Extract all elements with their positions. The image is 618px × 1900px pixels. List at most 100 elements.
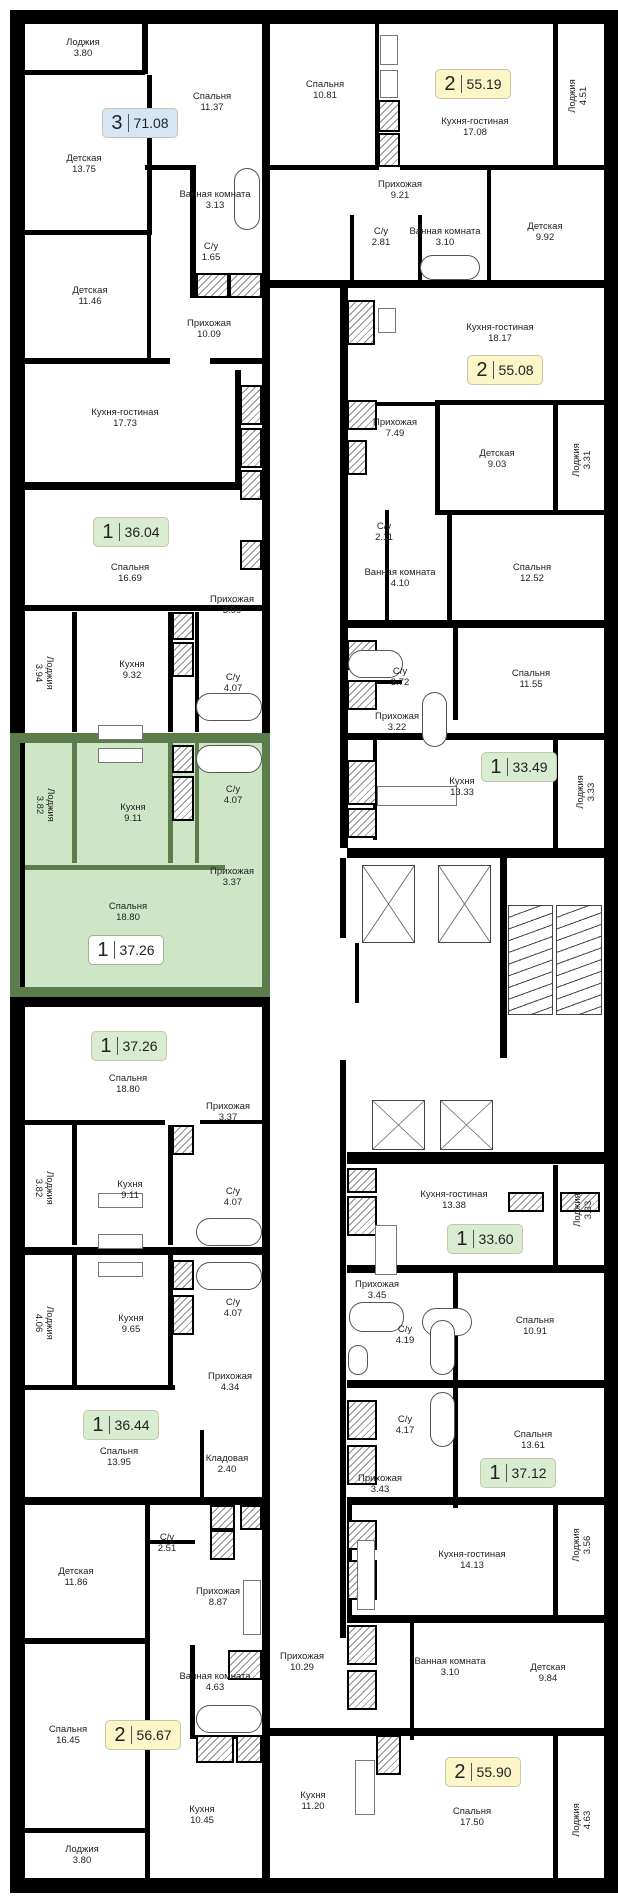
apartment-area: 37.12: [511, 1465, 547, 1481]
badge-divider: [506, 758, 508, 776]
room-name: Детская: [527, 221, 563, 232]
apartment-rooms-count: 1: [97, 938, 109, 961]
room-name: Кухня: [300, 1790, 326, 1801]
room-area: 4.51: [578, 86, 589, 106]
wall: [270, 280, 604, 288]
apartment-area: 71.08: [133, 115, 169, 131]
wall: [235, 370, 241, 490]
apartment-area: 55.19: [466, 76, 502, 92]
room-area: 10.09: [197, 329, 221, 340]
room-area: 4.10: [390, 578, 410, 589]
room-area: 16.69: [118, 573, 142, 584]
fixture-icon: [380, 35, 398, 65]
room-area: 14.13: [460, 1560, 484, 1571]
wall: [25, 1638, 145, 1644]
room-area: 9.32: [122, 670, 142, 681]
room-name: Детская: [66, 153, 102, 164]
wall: [553, 400, 558, 510]
ventilation-shaft: [172, 1125, 194, 1155]
wall: [25, 1120, 165, 1125]
ventilation-shaft: [240, 540, 262, 570]
room-area: 11.20: [301, 1801, 325, 1812]
apartment-area: 36.44: [114, 1417, 150, 1433]
room-area: 17.50: [460, 1817, 484, 1828]
apartment-rooms-count: 1: [456, 1227, 468, 1250]
bathtub-icon: [196, 745, 262, 773]
wall: [410, 1620, 414, 1740]
wall-selected: [10, 987, 270, 997]
room-name: С/у: [225, 1297, 241, 1308]
room-area: 3.31: [582, 450, 593, 470]
room-name: С/у: [203, 241, 219, 252]
apartment-area: 33.60: [478, 1231, 514, 1247]
room-name: Лоджия: [571, 443, 582, 477]
ventilation-shaft: [347, 1670, 377, 1710]
ventilation-shaft: [240, 428, 262, 468]
badge-divider: [116, 1037, 118, 1055]
wall: [347, 1380, 604, 1388]
ventilation-shaft: [196, 273, 229, 298]
apartment-area: 55.08: [498, 362, 534, 378]
room-area: 3.72: [390, 677, 410, 688]
wall: [340, 858, 346, 938]
ventilation-shaft: [347, 440, 367, 475]
room-area: 3.33: [586, 782, 597, 802]
badge-divider: [113, 941, 115, 959]
bathtub-icon: [420, 255, 480, 280]
wall: [375, 24, 379, 170]
ventilation-shaft: [347, 1445, 377, 1485]
wall-selected: [10, 733, 20, 997]
wall: [25, 358, 170, 364]
fixture-icon: [355, 1760, 375, 1815]
room-area: 3.10: [435, 237, 455, 248]
wall: [25, 1497, 262, 1505]
wall: [262, 997, 270, 1878]
room-area: 3.37: [218, 1112, 238, 1123]
room-area: 17.73: [113, 418, 137, 429]
room-name: Прихожая: [195, 1586, 241, 1597]
ventilation-shaft: [172, 1295, 194, 1335]
room-area: 2.81: [371, 237, 391, 248]
room-area: 4.63: [205, 1682, 225, 1693]
fixture-icon: [98, 725, 143, 740]
room-name: С/у: [225, 1186, 241, 1197]
room-name: Кухня-гостиная: [420, 1189, 488, 1200]
room-area: 3.56: [582, 1535, 593, 1555]
room-name: Кухня-гостиная: [91, 407, 159, 418]
wall: [25, 1385, 175, 1390]
room-name: Ванная комната: [414, 1656, 486, 1667]
wall: [25, 1828, 145, 1833]
room-area: 18.80: [116, 1084, 140, 1095]
room-area: 10.81: [313, 90, 337, 101]
wall: [347, 1500, 352, 1615]
room-name: Кухня: [117, 1179, 143, 1190]
apartment-area: 56.67: [136, 1727, 172, 1743]
